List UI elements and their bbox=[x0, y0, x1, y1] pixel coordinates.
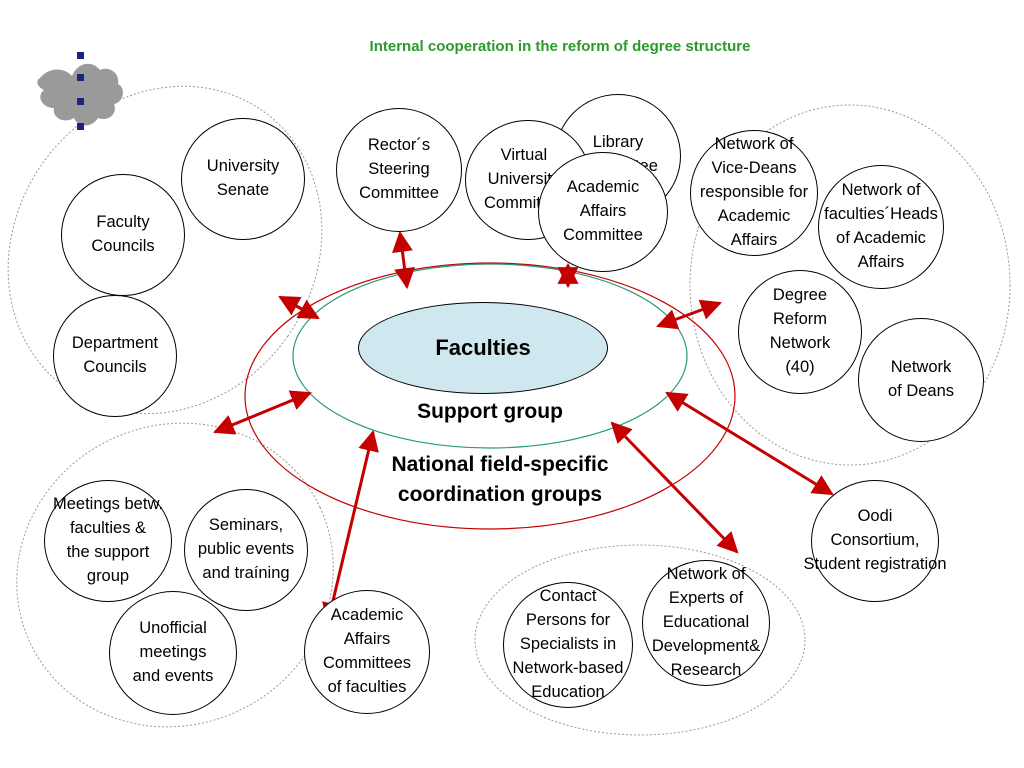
node-label: Degree Reform Network (40) bbox=[769, 286, 831, 376]
node-deans-network: Network of Deans bbox=[858, 318, 984, 442]
node-faculty-councils: Faculty Councils bbox=[61, 174, 185, 296]
node-label: Network of Experts of Educational Develo… bbox=[651, 565, 761, 679]
group-outline-networks bbox=[689, 104, 1011, 466]
node-label: Network of Deans bbox=[887, 358, 955, 400]
node-degree-reform-network: Degree Reform Network (40) bbox=[738, 270, 862, 394]
node-contact-persons: Contact Persons for Specialists in Netwo… bbox=[503, 582, 633, 708]
node-label: Faculty Councils bbox=[91, 213, 155, 255]
node-department-councils: Department Councils bbox=[53, 295, 177, 417]
node-label: Unofficial meetings and events bbox=[132, 619, 214, 685]
faculties-hub: Faculties bbox=[358, 302, 608, 394]
node-faculties-heads-network: Network of faculties´Heads of Academic A… bbox=[818, 165, 944, 289]
group-outline-governance bbox=[7, 85, 323, 415]
group-outline-meetings bbox=[16, 422, 334, 728]
node-rectors-steering-committee: Rector´s Steering Committee bbox=[336, 108, 462, 232]
node-label: Department Councils bbox=[71, 334, 159, 376]
node-label: Oodi Consortium, Student registration bbox=[803, 507, 947, 573]
group-outline-experts bbox=[474, 544, 806, 736]
inner-ring-support-group bbox=[292, 263, 688, 449]
arrow-networks-to-faculties bbox=[656, 299, 722, 330]
arrow-experts-to-support bbox=[610, 421, 739, 554]
node-oodi-consortium: Oodi Consortium, Student registration bbox=[803, 480, 947, 602]
node-label: Rector´s Steering Committee bbox=[359, 136, 439, 202]
support-group-label: Support group bbox=[417, 400, 563, 423]
faculties-label: Faculties bbox=[435, 335, 531, 360]
arrow-academic-committees-to-support bbox=[322, 429, 379, 625]
node-label: Network of Vice-Deans responsible for Ac… bbox=[699, 135, 809, 249]
node-academic-affairs-committees-faculties: Academic Affairs Committees of faculties bbox=[304, 590, 430, 714]
node-experts-network: Network of Experts of Educational Develo… bbox=[642, 560, 770, 686]
node-unofficial-meetings: Unofficial meetings and events bbox=[109, 591, 237, 715]
node-label: Academic Affairs Committee bbox=[563, 178, 643, 244]
node-label: Seminars, public events and traíning bbox=[197, 516, 295, 582]
node-seminars-public-events: Seminars, public events and traíning bbox=[184, 489, 308, 611]
node-label: Academic Affairs Committees of faculties bbox=[322, 606, 412, 696]
arrow-oodi-to-support bbox=[665, 391, 834, 496]
node-label: University Senate bbox=[206, 157, 280, 199]
arrow-meetings-to-support bbox=[213, 390, 312, 435]
national-groups-label: National field-specific coordination gro… bbox=[391, 453, 609, 507]
page-title: Internal cooperation in the reform of de… bbox=[369, 38, 751, 55]
arrow-rector-to-faculties bbox=[392, 230, 415, 290]
node-label: Contact Persons for Specialists in Netwo… bbox=[512, 587, 624, 701]
node-meetings-faculties-support: Meetings betw. faculties & the support g… bbox=[44, 480, 172, 602]
node-label: Meetings betw. faculties & the support g… bbox=[52, 495, 164, 585]
node-academic-affairs-committee: Academic Affairs Committee bbox=[538, 152, 668, 272]
node-vice-deans-network: Network of Vice-Deans responsible for Ac… bbox=[690, 130, 818, 256]
arrow-councils-to-faculties bbox=[278, 295, 320, 320]
university-logo bbox=[37, 52, 123, 130]
node-label: Network of faculties´Heads of Academic A… bbox=[824, 181, 938, 271]
node-university-senate: University Senate bbox=[181, 118, 305, 240]
